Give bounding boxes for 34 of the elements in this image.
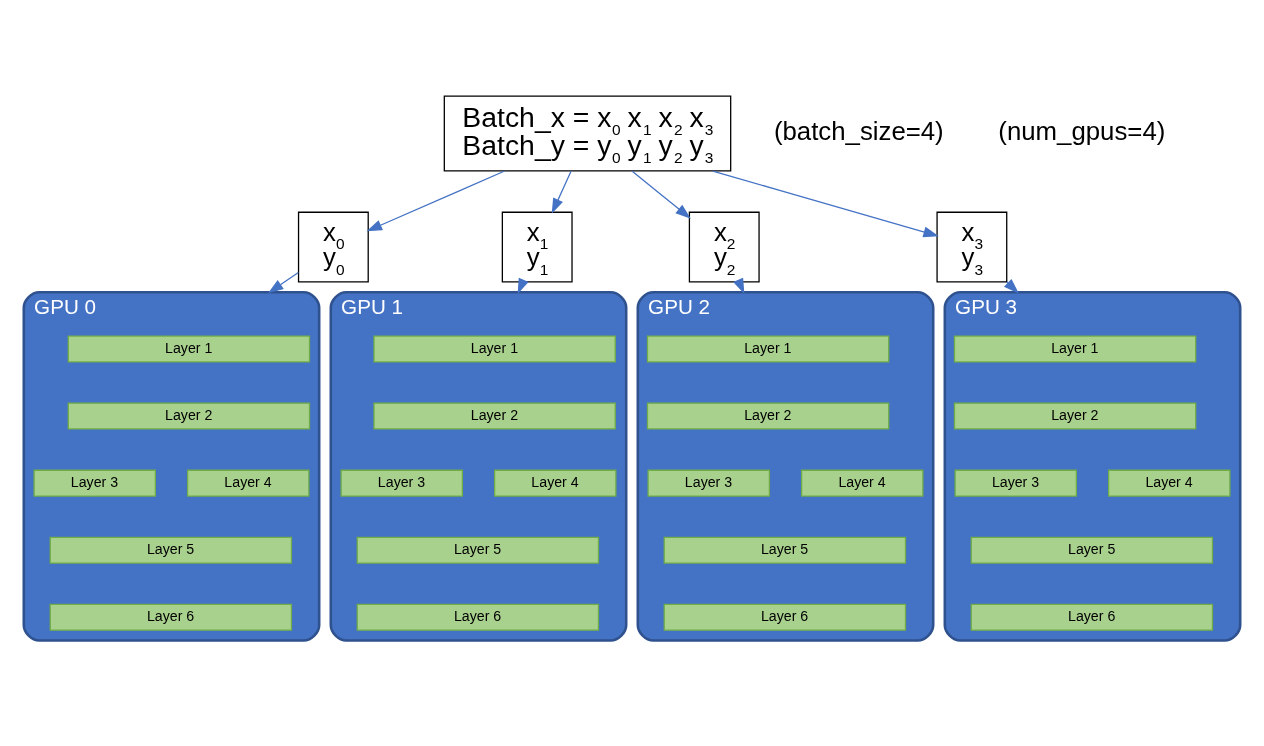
node-box: Layer 6 [49, 603, 293, 631]
node-box: Layer 5 [970, 536, 1214, 564]
node-box: Layer 4 [186, 469, 310, 497]
node-box: Layer 4 [493, 469, 617, 497]
node-box: Layer 2 [373, 402, 616, 430]
arrow [712, 169, 939, 237]
node-box: Layer 3 [340, 469, 463, 497]
node-box: Layer 6 [663, 603, 907, 631]
label: (batch_size=4) [773, 116, 944, 145]
arrow [267, 271, 300, 293]
node-box: Layer 2 [646, 402, 890, 430]
node-box: Layer 4 [801, 469, 924, 497]
node-box: Layer 1 [646, 334, 890, 363]
node-box: Layer 1 [67, 334, 311, 363]
arrow [1003, 278, 1019, 294]
node-box: Layer 4 [1108, 469, 1231, 497]
node-box: Layer 6 [356, 603, 600, 631]
node-box: Layer 1 [373, 334, 616, 363]
node-box: x$_{0}$ y$_{0}$ [297, 211, 369, 283]
node-box: Layer 2 [67, 402, 311, 430]
node-box: Layer 5 [663, 536, 907, 564]
node-box: Layer 3 [33, 469, 156, 497]
node-box: Layer 1 [953, 334, 1197, 363]
node-box: Layer 2 [953, 402, 1197, 430]
node-box: Layer 3 [647, 469, 771, 497]
label: (num_gpus=4) [998, 116, 1166, 145]
arrow [366, 169, 506, 231]
node-box: Batch_x = x$_{0}$ x$_{1}$ x$_{2}$ x$_{3}$ Batch_y = y$_{0}$ y$_{1}$ y$_{2}$ y$_{3}$ [443, 95, 732, 172]
node-box: Layer 3 [954, 469, 1078, 497]
node-box: Layer 5 [49, 536, 293, 564]
node-box: Layer 5 [356, 536, 600, 564]
node-box: Layer 6 [970, 603, 1214, 631]
arrow [631, 170, 691, 219]
arrow [551, 170, 572, 214]
